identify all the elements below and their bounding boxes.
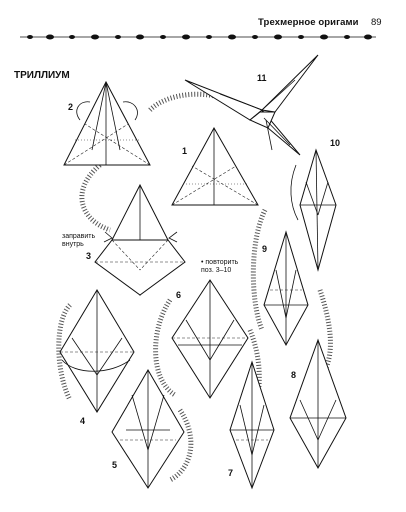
step-number-6: 6: [176, 290, 182, 300]
running-header-title: Трехмерное оригами: [258, 17, 359, 28]
step-number-10: 10: [330, 138, 341, 148]
step-number-9: 9: [262, 244, 268, 254]
step-2-diagram: [63, 80, 151, 166]
step-11-diagram: [184, 54, 319, 156]
step-9-diagram: [263, 230, 309, 347]
repeat-line-1: • повторить: [201, 259, 239, 266]
fold-inside-note: заправить внутрь: [62, 233, 95, 249]
flow-ring-2-3: [79, 163, 111, 233]
flow-ring-4-5: [56, 303, 194, 483]
step-number-11: 11: [257, 73, 267, 83]
step-number-8: 8: [291, 370, 297, 380]
section-title: ТРИЛЛИУМ: [14, 70, 70, 81]
flow-ring-6-7: [153, 298, 262, 421]
step-number-7: 7: [228, 468, 234, 478]
step-6-diagram: [171, 279, 249, 399]
step-8-diagram: [289, 338, 347, 470]
step-4-diagram: [59, 289, 135, 413]
fold-inside-line-2: внутрь: [62, 241, 84, 248]
flow-ring-9-10: [250, 208, 333, 372]
flow-ring-1-upper: [148, 91, 247, 112]
step-number-5: 5: [112, 460, 118, 470]
repeat-line-2: поз. 3–10: [201, 267, 232, 274]
step-10-diagram: [290, 148, 337, 272]
step-number-3: 3: [86, 251, 92, 261]
step-number-4: 4: [80, 416, 86, 426]
decorative-ornament-rule: [20, 34, 376, 40]
step-1-diagram: [171, 126, 259, 206]
fold-inside-line-1: заправить: [62, 233, 96, 240]
step-7-diagram: [229, 360, 275, 490]
page-number: 89: [371, 17, 382, 28]
step-number-2: 2: [68, 102, 74, 112]
repeat-steps-note: • повторить поз. 3–10: [201, 259, 238, 275]
step-3-diagram: [94, 183, 186, 297]
step-number-1: 1: [182, 146, 188, 156]
step-5-diagram: [111, 369, 185, 489]
